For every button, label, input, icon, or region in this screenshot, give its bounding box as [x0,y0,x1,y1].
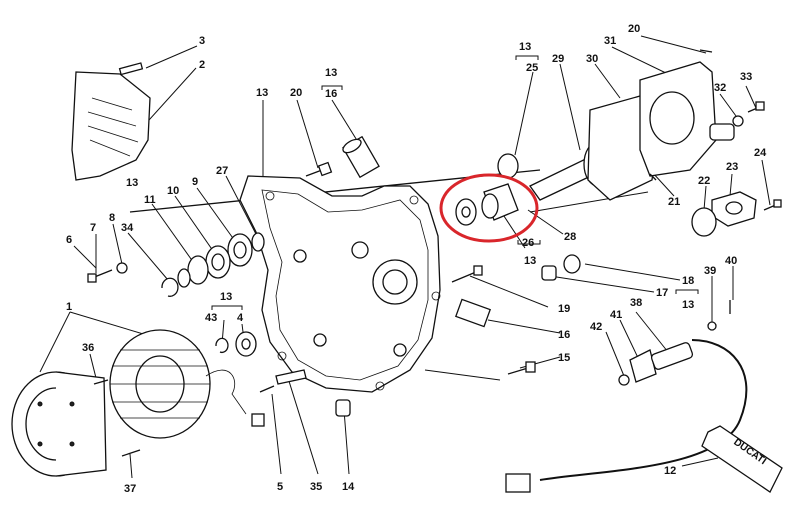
callout-43: 43 [205,312,217,324]
bolt-part [305,161,333,177]
highlight-circle [439,173,539,243]
generator-cover-part [239,175,441,393]
callout-1: 1 [66,301,72,313]
outlet-pipe-part [691,191,782,237]
callout-20: 20 [628,23,640,35]
callout-13: 13 [524,255,536,267]
callout-16: 16 [325,88,337,100]
callout-26: 26 [522,237,534,249]
callout-32: 32 [714,82,726,94]
callout-29: 29 [552,53,564,65]
callout-11: 11 [144,194,156,206]
callout-13: 13 [256,87,268,99]
callout-14: 14 [342,481,355,493]
group-brackets [211,55,699,310]
callout-25: 25 [526,62,538,74]
callout-42: 42 [590,321,602,333]
callout-6: 6 [66,234,72,246]
callout-13: 13 [519,41,531,53]
callout-2: 2 [199,59,205,71]
callout-9: 9 [192,176,198,188]
sensor-part [505,300,748,493]
callout-5: 5 [277,481,283,493]
small-bearing-part [215,331,257,357]
callout-30: 30 [586,53,598,65]
callout-13: 13 [682,299,694,311]
callout-17: 17 [656,287,668,299]
callout-13: 13 [126,177,138,189]
callout-8: 8 [109,212,115,224]
callout-40: 40 [725,255,737,267]
callout-23: 23 [726,161,738,173]
callout-15: 15 [558,352,570,364]
seal-bushing-part [455,183,519,226]
bearing-stack-part [87,232,265,297]
callout-37: 37 [124,483,136,495]
callout-21: 21 [668,196,680,208]
callout-34: 34 [121,222,134,234]
sprocket-guard-part [71,62,151,181]
callout-38: 38 [630,297,642,309]
callout-28: 28 [564,231,576,243]
callout-31: 31 [604,35,616,47]
callout-12: 12 [664,465,676,477]
callout-20: 20 [290,87,302,99]
callout-33: 33 [740,71,752,83]
bushing-part [541,254,581,281]
callout-19: 19 [558,303,570,315]
stator-part [109,329,265,439]
callout-22: 22 [698,175,710,187]
callout-41: 41 [610,309,622,321]
callout-35: 35 [310,481,322,493]
callout-24: 24 [754,147,767,159]
callout-36: 36 [82,342,94,354]
callout-27: 27 [216,165,228,177]
callout-18: 18 [682,275,694,287]
flywheel-part [11,371,107,477]
water-pump-part [497,49,765,201]
callout-labels: 3 2 13 13 20 13 16 13 25 29 31 20 30 32 … [66,23,767,495]
small-bolts-part [93,369,307,457]
fasteners-part [335,265,536,417]
callout-39: 39 [704,265,716,277]
callout-13: 13 [220,291,232,303]
callout-3: 3 [199,35,205,47]
callout-16: 16 [558,329,570,341]
callout-7: 7 [90,222,96,234]
callout-13: 13 [325,67,337,79]
callout-10: 10 [167,185,179,197]
sleeve-part [342,135,380,179]
callout-4: 4 [237,312,244,324]
leader-lines [39,35,771,479]
